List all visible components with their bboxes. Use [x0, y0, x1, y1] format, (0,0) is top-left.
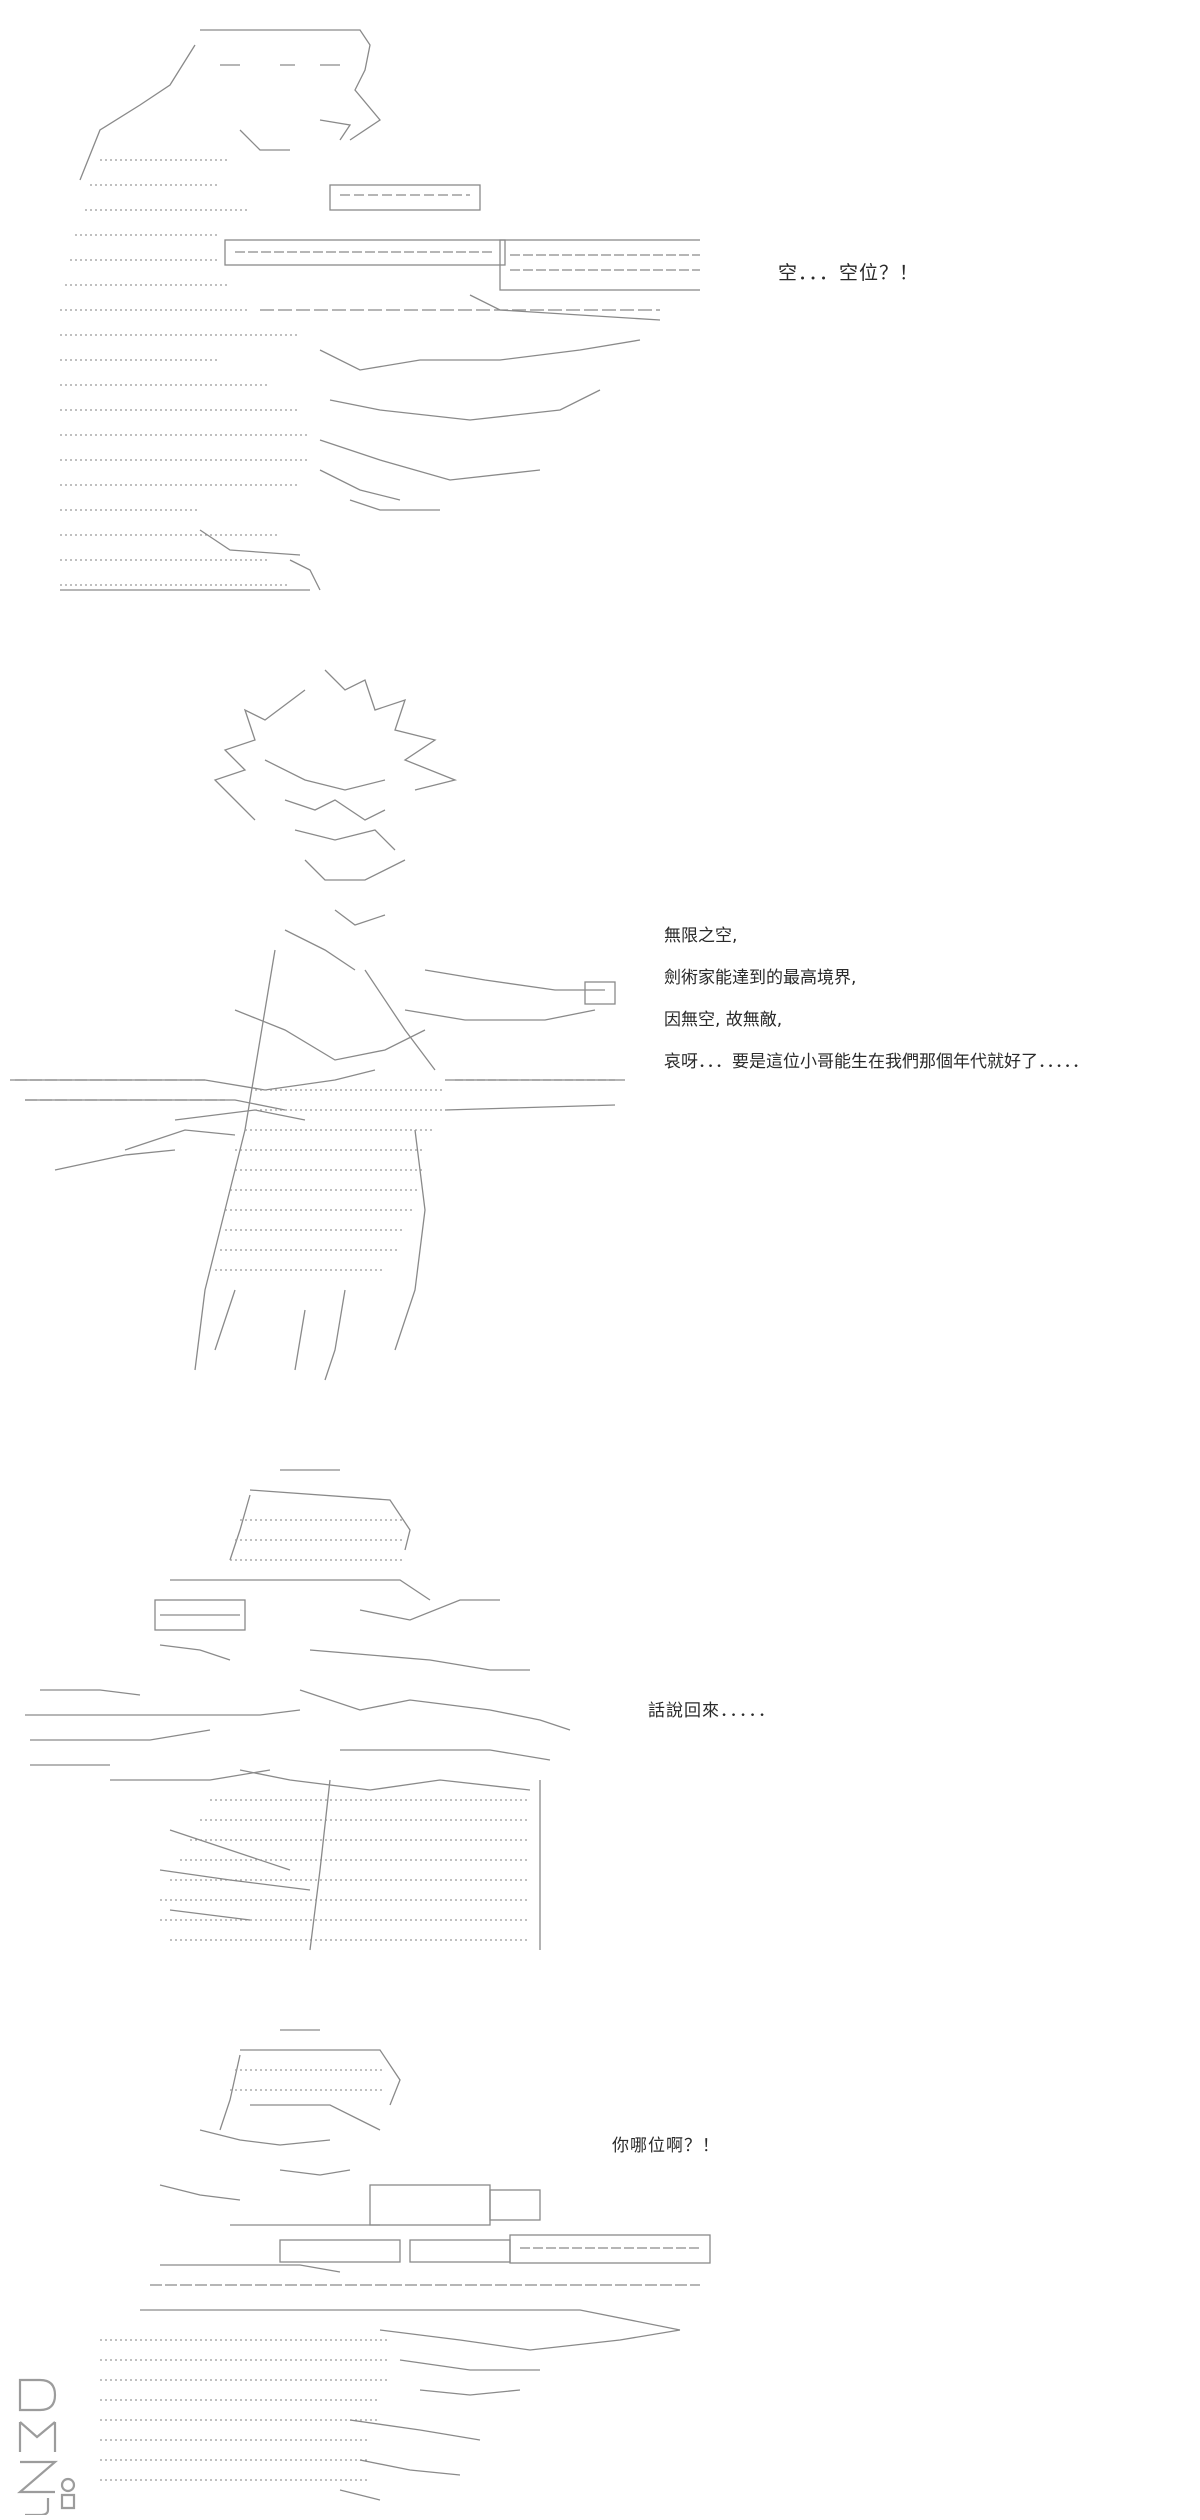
panel-1: 空．．．空位？！ — [0, 0, 1200, 620]
dialogue-text-1: 空．．．空位？！ — [778, 262, 920, 284]
dialogue-text-3: 話說回來．．．．． — [648, 1701, 776, 1721]
dialogue-line: 劍術家能達到的最高境界, — [664, 968, 857, 988]
panel-2: 無限之空, 劍術家能達到的最高境界, 因無空, 故無敵, 哀呀．．．要是這位小哥… — [0, 640, 1200, 1400]
panel-3: 話說回來．．．．． — [0, 1430, 1200, 1990]
dialogue-text-4: 你哪位啊？！ — [612, 2136, 720, 2156]
ascii-art-gunner-1 — [20, 10, 700, 610]
dialogue-block-2: 無限之空, 劍術家能達到的最高境界, 因無空, 故無敵, 哀呀．．．要是這位小哥… — [664, 915, 1089, 1083]
ascii-art-swordsman — [5, 650, 625, 1390]
dialogue-line: 因無空, 故無敵, — [664, 1010, 783, 1030]
dialogue-line: 無限之空, — [664, 926, 738, 946]
ascii-art-gunner-2 — [10, 1450, 610, 1970]
panel-4: 你哪位啊？！ — [0, 2000, 1200, 2520]
ascii-art-gunner-3 — [80, 2010, 720, 2510]
dialogue-line: 哀呀．．．要是這位小哥能生在我們那個年代就好了．．．．． — [664, 1052, 1089, 1072]
site-watermark-logo — [10, 2370, 82, 2517]
